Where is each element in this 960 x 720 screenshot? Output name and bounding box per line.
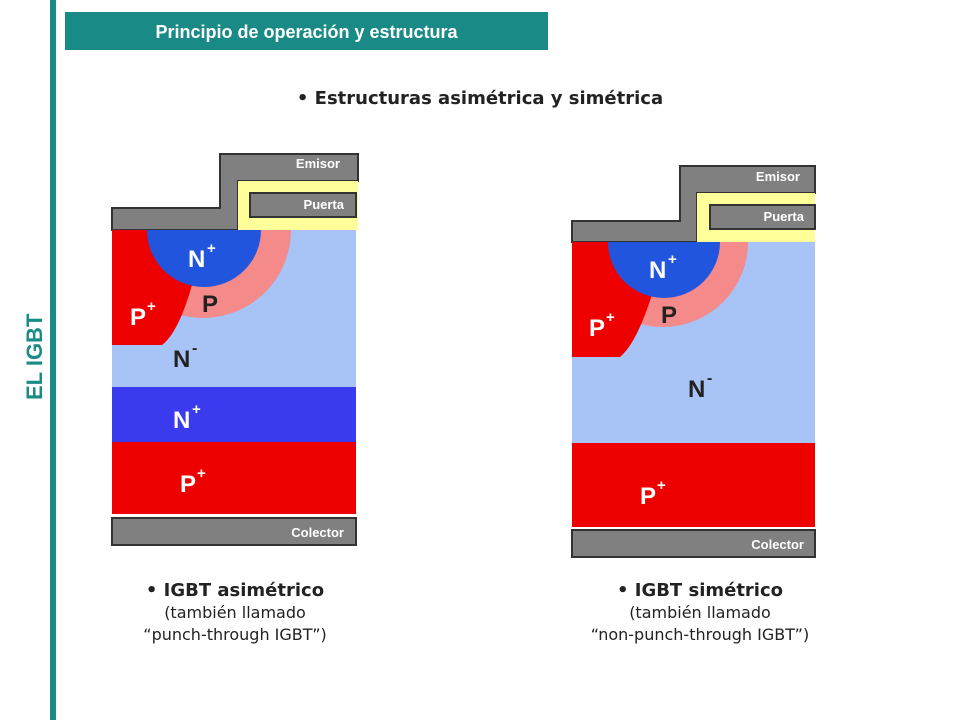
emitter-label-a: Emisor — [296, 156, 340, 171]
p-plus-substrate-label-a: P + — [180, 465, 206, 498]
svg-text:N: N — [173, 407, 190, 434]
gate-electrode-b — [709, 204, 816, 230]
svg-text:N: N — [649, 257, 666, 284]
svg-text:+: + — [192, 401, 201, 418]
svg-text:+: + — [606, 309, 615, 326]
svg-text:N: N — [188, 246, 205, 273]
caption-symmetric-line2: (también llamado — [629, 603, 771, 622]
gate-electrode-a — [249, 192, 357, 218]
svg-text:P: P — [589, 315, 605, 342]
n-minus-label-a: N - — [173, 340, 197, 373]
svg-text:-: - — [707, 370, 712, 387]
p-body-label-b: P — [661, 302, 677, 329]
n-minus-label-b: N - — [688, 370, 712, 403]
igbt-asymmetric: Emisor Puerta Colector N + P + P N - N +… — [111, 153, 359, 546]
caption-asymmetric: • IGBT asimétrico (también llamado “punc… — [90, 580, 380, 646]
p-body-label-a: P — [202, 291, 218, 318]
gate-label-a: Puerta — [304, 197, 345, 212]
collector-metal-b — [571, 529, 816, 558]
svg-text:+: + — [657, 477, 666, 494]
caption-asymmetric-line3: “punch-through IGBT”) — [143, 625, 327, 644]
collector-label-a: Colector — [291, 525, 344, 540]
caption-asymmetric-line2: (también llamado — [164, 603, 306, 622]
gate-label-b: Puerta — [764, 209, 805, 224]
slide-subtitle: • Estructuras asimétrica y simétrica — [296, 88, 664, 109]
svg-text:P: P — [640, 483, 656, 510]
igbt-symmetric: Emisor Puerta Colector N + P + P N - P + — [571, 165, 816, 558]
svg-text:-: - — [192, 340, 197, 357]
svg-text:+: + — [668, 251, 677, 268]
svg-text:+: + — [197, 465, 206, 482]
svg-text:P: P — [130, 304, 146, 331]
n-plus-source-label-b: N + — [649, 251, 677, 284]
p-plus-well-label-a: P + — [130, 298, 156, 331]
emitter-label-b: Emisor — [756, 169, 800, 184]
n-plus-buffer-a — [112, 387, 356, 442]
n-plus-buffer-label-a: N + — [173, 401, 201, 434]
svg-text:N: N — [688, 376, 705, 403]
caption-symmetric: • IGBT simétrico (también llamado “non-p… — [540, 580, 860, 646]
n-plus-source-label-a: N + — [188, 240, 216, 273]
caption-asymmetric-title: • IGBT asimétrico — [145, 580, 325, 601]
caption-symmetric-line3: “non-punch-through IGBT”) — [590, 625, 810, 644]
p-plus-substrate-a — [112, 442, 356, 514]
collector-metal-a — [111, 517, 357, 546]
p-plus-substrate-label-b: P + — [640, 477, 666, 510]
svg-text:P: P — [180, 471, 196, 498]
svg-text:N: N — [173, 346, 190, 373]
side-accent-bar — [50, 0, 56, 720]
n-plus-source-a — [147, 230, 261, 287]
p-plus-substrate-b — [572, 443, 815, 527]
svg-text:+: + — [207, 240, 216, 257]
n-plus-source-b — [608, 242, 720, 298]
collector-label-b: Colector — [751, 537, 804, 552]
caption-symmetric-title: • IGBT simétrico — [616, 580, 784, 601]
svg-text:+: + — [147, 298, 156, 315]
p-plus-well-label-b: P + — [589, 309, 615, 342]
slide-header: Principio de operación y estructura — [65, 12, 548, 50]
